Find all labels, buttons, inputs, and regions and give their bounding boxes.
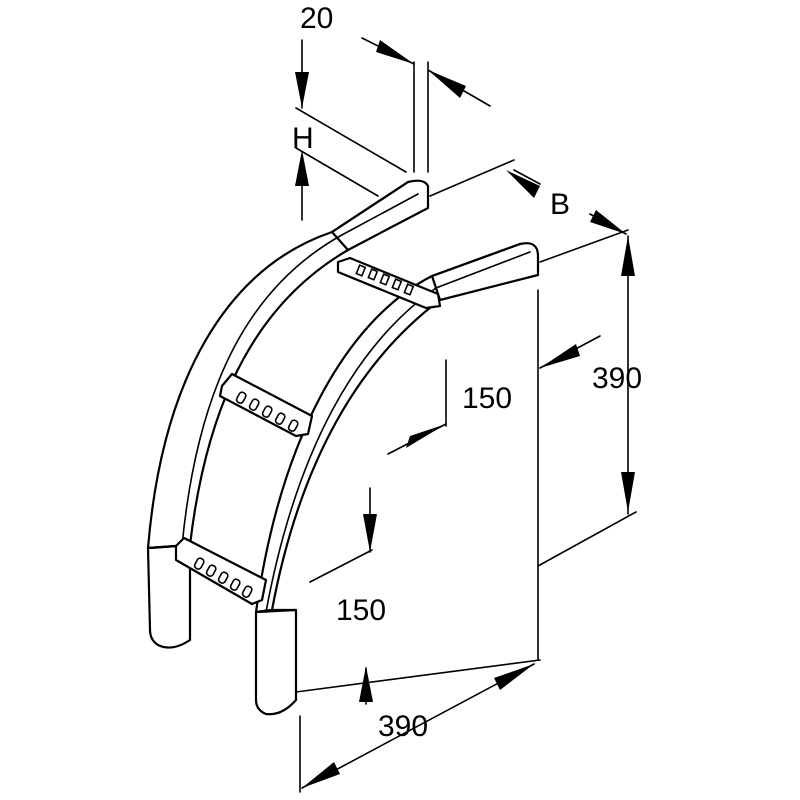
outer-rail-leg xyxy=(146,543,192,649)
dimension-horizontal-radius: 390 xyxy=(295,659,541,793)
dimension-label-height: H xyxy=(292,122,314,155)
rung-bottom xyxy=(174,536,268,606)
dimension-vertical-radius: 390 xyxy=(537,235,642,661)
dimension-gap: 20 xyxy=(300,2,491,173)
dimension-inner-upper: 150 xyxy=(387,335,601,455)
dimension-label-gap: 20 xyxy=(300,2,333,35)
dimension-height: H xyxy=(292,39,407,221)
inner-rail-leg xyxy=(254,608,298,716)
dimension-label-inner-lower: 150 xyxy=(336,594,386,627)
outer-side-rail xyxy=(146,179,430,550)
inner-side-rail xyxy=(254,242,540,614)
dimension-label-width: B xyxy=(550,188,570,221)
rung-top xyxy=(336,256,442,310)
dimension-label-horizontal-radius: 390 xyxy=(378,710,428,743)
rung-middle xyxy=(218,372,314,438)
dimension-inner-lower: 150 xyxy=(309,487,386,627)
ladder-bend-body xyxy=(146,179,540,716)
dimension-label-inner-upper: 150 xyxy=(462,382,512,415)
dimension-label-vertical-radius: 390 xyxy=(592,362,642,395)
dimension-width: B xyxy=(429,159,629,263)
